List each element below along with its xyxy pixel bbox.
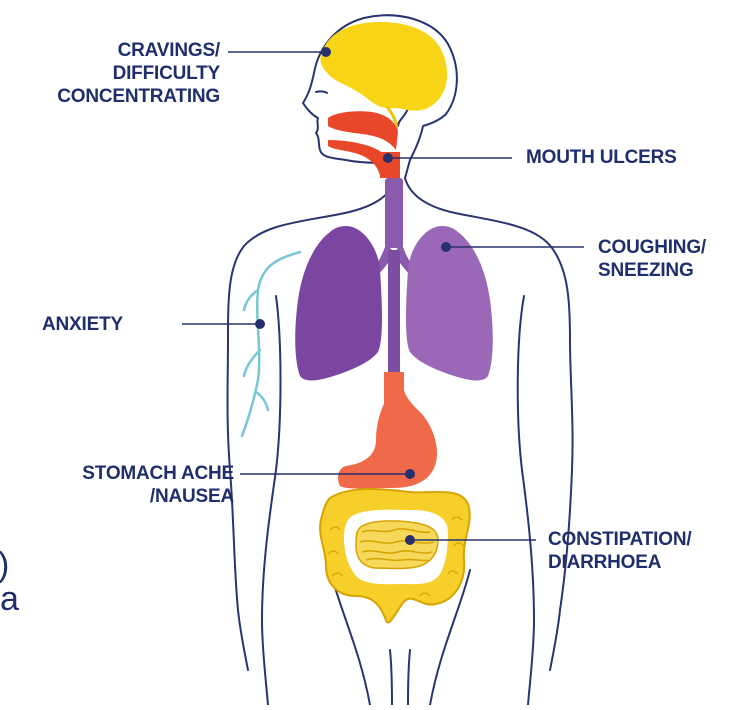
edge-fragment-lower: a: [0, 582, 19, 616]
leg-inner-right: [408, 650, 410, 705]
label-mouth-ulcers: MOUTH ULCERS: [526, 146, 677, 169]
label-constipation-line2: DIARRHOEA: [548, 551, 691, 574]
label-constipation: CONSTIPATION/ DIARRHOEA: [548, 528, 691, 574]
leg-inner-left: [390, 650, 392, 705]
label-stomach-line1: STOMACH ACHE: [82, 462, 234, 485]
label-coughing: COUGHING/ SNEEZING: [598, 236, 706, 282]
intestines: [320, 489, 470, 623]
lung-left: [295, 226, 382, 380]
edge-fragment-upper: ): [0, 548, 9, 582]
dot-marker-icon: [255, 319, 265, 329]
nerve: [242, 252, 300, 436]
dot-marker-icon: [405, 469, 415, 479]
label-coughing-line1: COUGHING/: [598, 236, 706, 259]
label-cravings-line1: CRAVINGS/: [57, 39, 220, 62]
eye-outline: [316, 91, 327, 93]
arm-line-right: [518, 296, 534, 705]
label-stomach: STOMACH ACHE /NAUSEA: [82, 462, 234, 508]
label-cravings: CRAVINGS/ DIFFICULTY CONCENTRATING: [57, 39, 220, 108]
arm-line-left: [262, 296, 281, 705]
label-anxiety: ANXIETY: [42, 313, 123, 336]
label-cravings-line2: DIFFICULTY: [57, 62, 220, 85]
dot-marker-icon: [441, 242, 451, 252]
dot-marker-icon: [321, 47, 331, 57]
label-mouth-ulcers-line1: MOUTH ULCERS: [526, 146, 677, 169]
brain: [320, 22, 447, 111]
label-stomach-line2: /NAUSEA: [82, 485, 234, 508]
dot-marker-icon: [405, 535, 415, 545]
dot-marker-icon: [383, 153, 393, 163]
label-cravings-line3: CONCENTRATING: [57, 85, 220, 108]
mouth-pharynx: [328, 111, 400, 178]
label-anxiety-line1: ANXIETY: [42, 313, 123, 336]
label-constipation-line1: CONSTIPATION/: [548, 528, 691, 551]
label-coughing-line2: SNEEZING: [598, 259, 706, 282]
stomach: [338, 372, 437, 489]
